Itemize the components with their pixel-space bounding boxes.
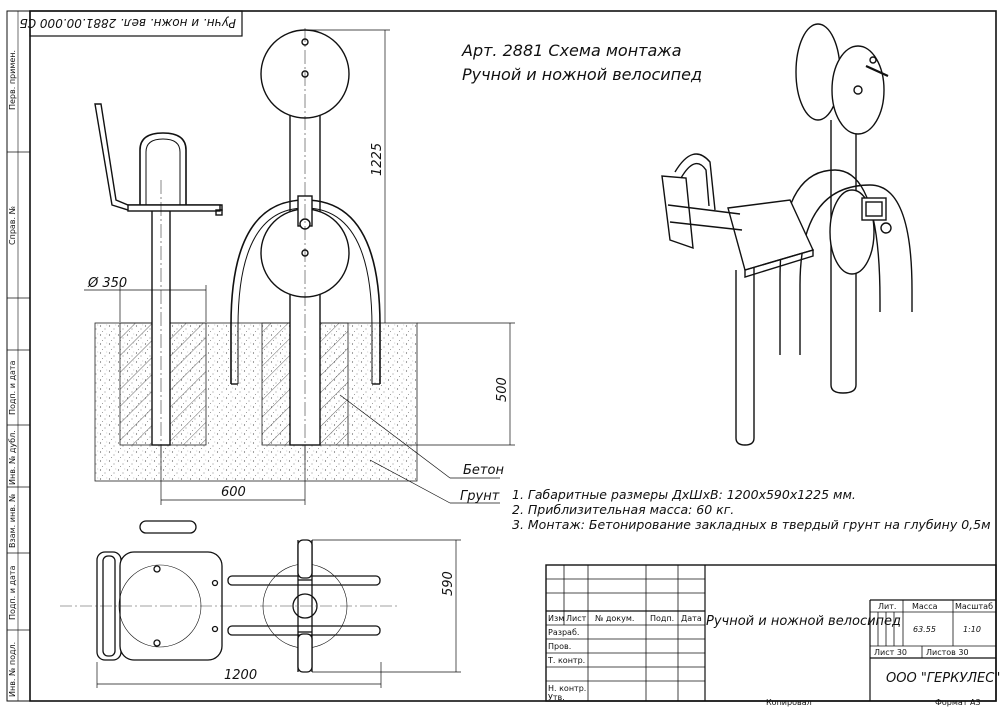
dim-width: 590 <box>441 571 456 596</box>
dimension-lines <box>84 29 515 505</box>
side-label: Перв. примен. <box>8 50 17 110</box>
title-block <box>545 564 997 702</box>
tb-col-lit: Лит. <box>878 602 896 611</box>
tb-role-norm-control: Н. контр. <box>548 684 586 693</box>
tb-scale-value: 1:10 <box>963 625 981 634</box>
side-label: Подп. и дата <box>8 565 17 620</box>
note-2: 2. Приблизительная масса: 60 кг. <box>512 502 734 517</box>
top-view-equipment <box>96 520 381 673</box>
footer-format: Формат А3 <box>935 698 981 707</box>
legend-soil: Грунт <box>460 489 500 504</box>
side-label: Подп. и дата <box>8 360 17 415</box>
tb-header-list: Лист <box>566 614 587 623</box>
sheet-frame <box>6 10 997 702</box>
side-labels: Перв. примен. Справ. № Подп. и дата Инв.… <box>8 50 17 697</box>
top-view-dimensions <box>60 539 461 688</box>
tb-company: ООО "ГЕРКУЛЕС" <box>886 671 1000 686</box>
title-block-text: Изм Лист № докум. Подп. Дата Разраб. Про… <box>547 602 993 702</box>
legend-concrete: Бетон <box>463 463 504 478</box>
tb-col-scale: Масштаб <box>955 602 993 611</box>
note-3: 3. Монтаж: Бетонирование закладных в тве… <box>512 517 991 532</box>
tb-sheets: Листов 30 <box>926 648 969 657</box>
drawing-title-line1: Арт. 2881 Схема монтажа <box>461 41 682 60</box>
tb-role-approved: Утв. <box>548 693 565 702</box>
tb-role-developer: Разраб. <box>548 628 579 637</box>
dim-length: 1200 <box>224 668 257 683</box>
tb-mass-value: 63.55 <box>913 625 936 634</box>
tb-header-izm: Изм <box>548 614 564 623</box>
tb-col-mass: Масса <box>912 602 938 611</box>
ground-section <box>94 322 418 482</box>
side-label: Инв. № подл. <box>8 642 17 697</box>
note-1: 1. Габаритные размеры ДхШхВ: 1200х590х12… <box>512 487 856 502</box>
front-view-equipment <box>94 28 381 470</box>
footer-copied: Копировал <box>766 698 812 707</box>
drawing-title-line2: Ручной и ножной велосипед <box>462 65 702 84</box>
side-label: Инв. № дубл. <box>8 430 17 485</box>
side-label: Справ. № <box>8 205 17 245</box>
tb-header-date: Дата <box>681 614 702 623</box>
side-label: Взам. инв. № <box>8 493 17 548</box>
dim-diameter: Ø 350 <box>87 276 127 291</box>
tb-header-sign: Подп. <box>650 614 674 623</box>
tb-role-checker: Пров. <box>548 642 571 651</box>
tb-sheet: Лист 30 <box>874 648 907 657</box>
tb-header-doc: № докум. <box>595 614 634 623</box>
rotated-stamp: Ручн. и ножн. вел. 2881.00.000 СБ <box>19 16 236 30</box>
rotated-stamp-box <box>29 10 243 37</box>
isometric-view <box>661 23 913 446</box>
tb-role-tech-control: Т. контр. <box>547 656 585 665</box>
dim-depth: 500 <box>495 377 510 402</box>
tb-product-name: Ручной и ножной велосипед <box>706 614 901 629</box>
dim-spacing: 600 <box>221 485 246 500</box>
dim-height: 1225 <box>370 143 385 176</box>
